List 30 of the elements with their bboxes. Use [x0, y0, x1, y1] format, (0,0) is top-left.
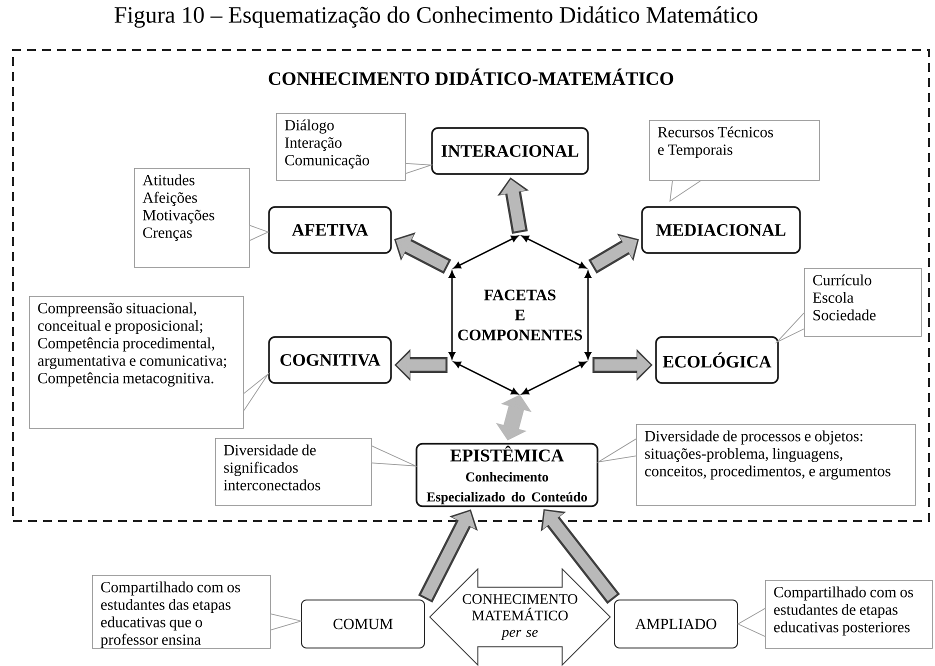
callout-pointer — [243, 372, 270, 411]
hexagon: FACETAS E COMPONENTES — [448, 235, 592, 395]
node-label: FACETAS E COMPONENTES — [458, 290, 582, 340]
callout-box: Diversidade de significados interconectados — [215, 438, 372, 506]
facet-box: AFETIVA — [268, 206, 392, 254]
callout-pointer — [774, 312, 804, 344]
facet-box: MEDIACIONAL — [641, 206, 801, 254]
rounded-box: COMUM — [300, 599, 426, 649]
callout-box: Compartilhado com os estudantes das etapas educativas que o professor ensina — [92, 575, 271, 649]
callout-pointer — [405, 163, 434, 174]
facet-box: INTERACIONAL — [431, 127, 589, 175]
callout-box: Compartilhado com os estudantes de etapas educativas posteriores — [765, 580, 933, 649]
callout-box: Diálogo Interação Comunicação — [276, 113, 406, 181]
callout-pointer — [596, 438, 636, 463]
rounded-box: AMPLIADO — [614, 599, 738, 649]
facet-box: ECOLÓGICA — [655, 336, 779, 384]
callout-pointer — [669, 180, 701, 202]
facet-box: EPISTÊMICA Conhecimento Especializado do Conteúdo — [416, 442, 598, 508]
block-arrow — [540, 509, 620, 604]
callout-box: Atitudes Afeições Motivações Crenças — [134, 168, 250, 268]
callout-pointer — [737, 608, 766, 637]
block-arrow — [588, 234, 639, 274]
callout-pointer — [249, 225, 270, 241]
callout-box: Currículo Escola Sociedade — [804, 268, 922, 337]
callout-pointer — [270, 614, 303, 630]
callout-box: Diversidade de processos e objetos: situações-problema, linguagens, conceitos, procedimentos, e argumentos — [636, 424, 916, 506]
figure-title: Figura 10 – Esquematização do Conhecimento Didático Matemático — [114, 6, 758, 28]
callout-pointer — [371, 446, 418, 467]
callout-box: Compreensão situacional, conceitual e proposicional; Competência procedimental, argumentativa e comunicativa; Competência metacognitiva. — [29, 296, 244, 429]
facet-box: COGNITIVA — [268, 336, 392, 384]
